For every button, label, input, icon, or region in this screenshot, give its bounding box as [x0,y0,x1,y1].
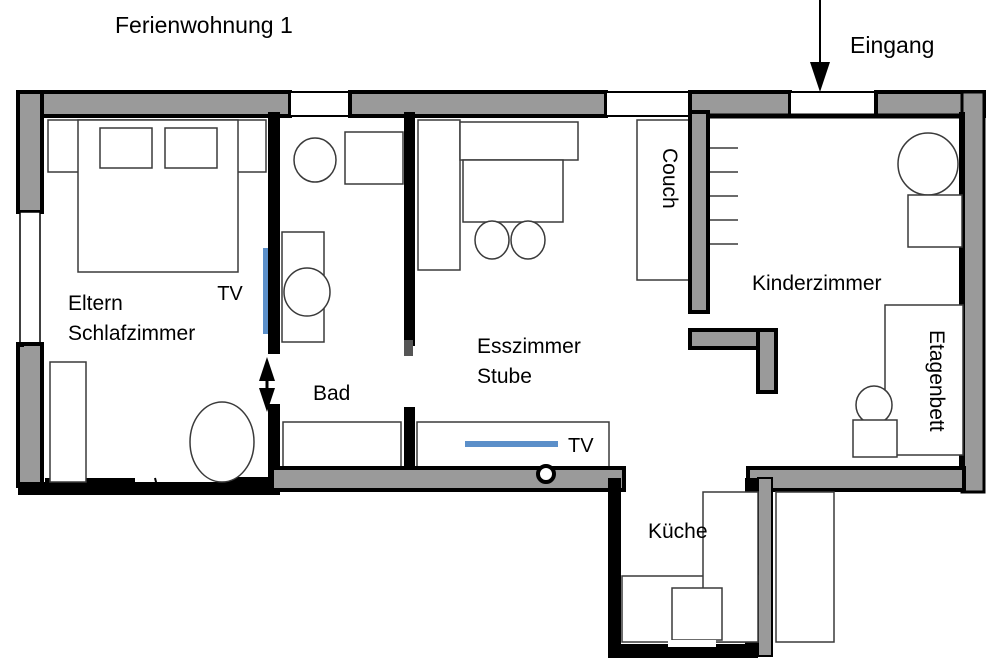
wall-segment-kitchen-right-outer [757,477,773,657]
entrance-label: Eingang [850,32,934,58]
shower-basin [283,267,331,317]
tv-label-living: TV [568,435,594,457]
bedroom-bottom-wall [18,477,280,495]
room-label-esszimmer: Esszimmer [477,335,581,358]
bedroom-furniture: TV [47,119,269,483]
bunk-bed-label: Etagenbett [925,330,948,432]
page-title: Ferienwohnung 1 [115,12,293,38]
bedroom-interior-outline [40,115,268,486]
left-exterior-wall [16,90,44,488]
room-label-schlafzimmer: Schlafzimmer [68,322,195,345]
wall-tick-left [16,342,24,347]
entrance-arrow-head [810,62,830,92]
window-top-2 [605,91,691,117]
room-label-kueche: Küche [648,520,708,543]
dining-chair-left [474,220,510,260]
kids-stool [855,385,893,425]
wall-step-bedroom-right [218,477,278,486]
wall-segment-left-1 [16,90,44,214]
room-label-eltern: Eltern [68,292,123,315]
wall-segment-kitchen-bottom [608,644,758,658]
tv-marker-bedroom [263,248,269,334]
wall-segment-bottom-dining [270,466,626,492]
toilet [293,137,337,183]
room-label-kinderzimmer: Kinderzimmer [752,272,882,295]
kitchen-appliance-square [671,587,723,641]
bath-furniture [281,131,404,471]
kitchen-sink-slot [668,640,716,647]
entrance-arrow-group [810,0,830,92]
bed-pillow-right [164,127,218,169]
wall-living-kids [688,110,778,394]
room-label-bad: Bad [313,382,350,405]
doorway-arrow-head-up [259,357,275,381]
door-knob-icon [536,464,556,484]
dining-bottom-wall [270,464,626,492]
entrance-door-opening[interactable] [789,91,877,117]
doorway-arrow-bedroom-bath [259,357,275,412]
wall-segment-left-2 [16,342,44,488]
wall-segment-bath-dining-upper [404,112,415,346]
wall-segment-bedroom-bath-upper [268,112,280,354]
wall-step-bedroom-left [45,478,135,486]
wall-segment-bedroom-bath-lower [268,404,280,486]
dining-side-cabinet [417,119,461,271]
kids-desk [907,194,963,248]
tv-marker-living [465,441,558,447]
wall-bedroom-bath [268,112,280,486]
wall-segment-kitchen-left [608,478,621,656]
kids-round-table [897,132,959,196]
dining-table [462,159,564,223]
bath-cabinet [344,131,404,185]
wall-stub-bath-dining [404,340,413,356]
dining-furniture: Couch TV [416,119,690,471]
couch-label: Couch [658,148,681,209]
wardrobe [49,361,87,483]
door-hinge-bedroom [154,477,159,491]
window-left-1 [19,211,41,345]
wall-segment-top-2 [348,90,608,118]
kitchen-hall-unit [775,491,835,643]
bunk-bed [884,304,964,456]
kids-small-table [852,419,898,458]
wall-segment-right-exterior [960,90,986,494]
wall-segment-kids-step-vertical [756,328,778,394]
bed-pillow-left [99,127,153,169]
wall-bath-dining [404,112,415,485]
tv-label-bedroom: TV [217,283,243,305]
wall-segment-kids-vertical [688,110,710,314]
couch [636,119,690,281]
room-label-stube: Stube [477,365,532,388]
sideboard [459,121,579,161]
dining-chair-right [510,220,546,260]
wall-segment-top-1 [16,90,292,118]
kids-room-walls [708,90,986,494]
wall-segment-kids-bottom [746,466,966,492]
round-table-bedroom [189,401,255,483]
kids-room-furniture: Etagenbett [710,132,964,458]
window-top-1 [289,91,351,117]
kitchen-junction-walls [775,491,835,643]
doorway-arrow-head-down [259,388,275,412]
top-exterior-wall [16,90,986,118]
wall-segment-bath-dining-lower [404,407,415,485]
vanity [282,421,402,471]
